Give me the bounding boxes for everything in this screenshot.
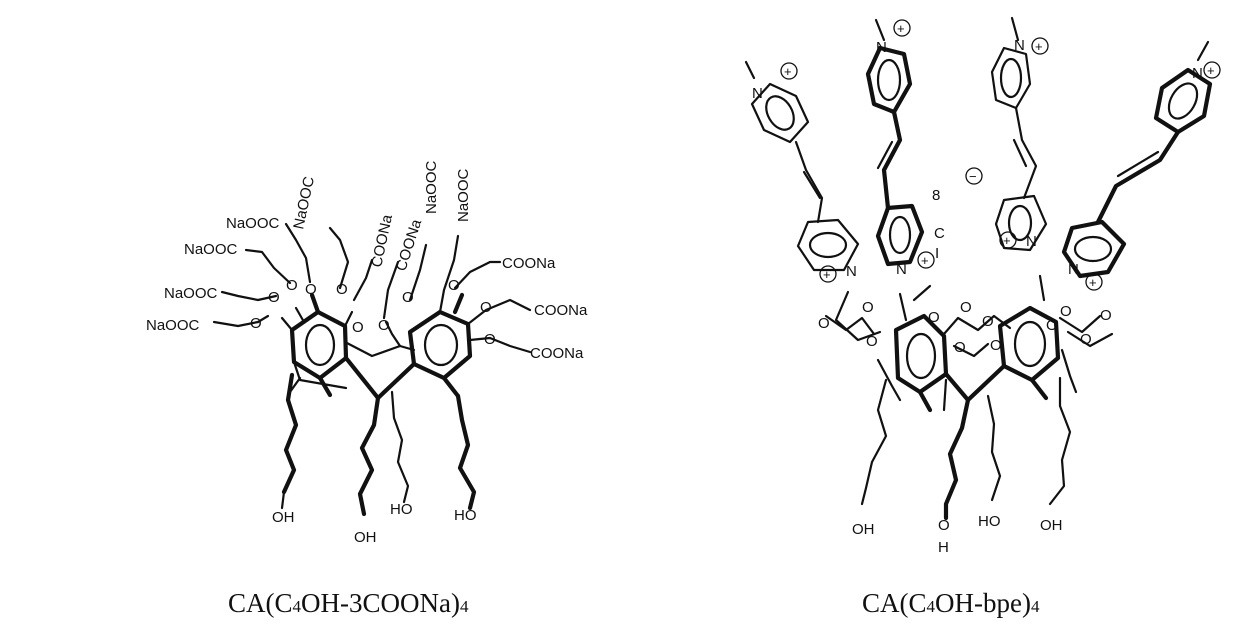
left-o-6: O — [352, 319, 364, 336]
right-pyridinium-rings — [750, 45, 1213, 279]
left-molecule: NaOOC NaOOC NaOOC NaOOC NaOOC NaOOC NaOO… — [146, 160, 588, 618]
left-naooc-1: NaOOC — [146, 317, 200, 334]
right-o-8: O — [990, 337, 1002, 354]
right-o-9: O — [1060, 303, 1072, 320]
right-plus-1: + — [784, 64, 792, 79]
right-o-6: O — [982, 313, 994, 330]
left-coona-4: COONa — [534, 302, 588, 319]
right-o-3: O — [866, 333, 878, 350]
left-upper-arms — [212, 222, 532, 354]
left-lower-chains — [280, 372, 477, 517]
right-plus-5: + — [823, 267, 831, 282]
right-lower-chains — [860, 376, 1072, 521]
right-o-2: O — [862, 299, 874, 316]
left-naooc-7: NaOOC — [455, 168, 472, 222]
right-n-4: N — [1192, 65, 1203, 82]
right-oh-1: OH — [852, 521, 875, 538]
right-n-5: N — [846, 263, 857, 280]
right-label-8: 8 — [932, 187, 940, 204]
right-oh-2: OH — [1040, 517, 1063, 534]
right-o-4: O — [928, 309, 940, 326]
left-o-2: O — [268, 289, 280, 306]
left-naooc-4: NaOOC — [226, 215, 280, 232]
right-o-1: O — [818, 315, 830, 332]
right-plus-6: + — [921, 253, 929, 268]
right-caption: CA(C4OH-bpe)4 — [862, 588, 1040, 618]
left-o-9: O — [448, 277, 460, 294]
right-o-7: O — [954, 339, 966, 356]
right-atom-labels: N N N N N N N N + + + + + + + + − — [752, 19, 1221, 556]
right-n-2: N — [876, 39, 887, 56]
right-n-6: N — [896, 261, 907, 278]
left-o-1: O — [250, 315, 262, 332]
left-naooc-3: NaOOC — [184, 241, 238, 258]
left-ho-1: HO — [390, 501, 413, 518]
left-oh-2: OH — [354, 529, 377, 546]
right-o-11: O — [1080, 331, 1092, 348]
left-caption: CA(C4OH-3COONa)4 — [228, 588, 469, 618]
left-coona-3: COONa — [502, 255, 556, 272]
left-o-4: O — [305, 281, 317, 298]
left-coona-5: COONa — [530, 345, 584, 362]
left-o-3: O — [286, 277, 298, 294]
right-o-13: O — [938, 517, 950, 534]
right-n-7: N — [1026, 233, 1037, 250]
right-plus-3: + — [1035, 39, 1043, 54]
right-plus-7: + — [1003, 233, 1011, 248]
right-o-5: O — [960, 299, 972, 316]
right-methyl-groups — [744, 16, 1210, 80]
left-o-5: O — [336, 281, 348, 298]
right-o-12: O — [1046, 317, 1058, 334]
right-label-i: I — [935, 245, 939, 262]
right-label-c: C — [934, 225, 945, 242]
left-naooc-2: NaOOC — [164, 285, 218, 302]
left-o-7: O — [378, 317, 390, 334]
left-naooc-5: NaOOC — [290, 175, 318, 231]
right-ho: HO — [978, 513, 1001, 530]
right-o-10: O — [1100, 307, 1112, 324]
left-o-10: O — [480, 299, 492, 316]
right-minus: − — [969, 169, 977, 184]
right-n-8: N — [1068, 261, 1079, 278]
right-vinylene-links — [794, 106, 1181, 225]
right-n-3: N — [1014, 37, 1025, 54]
right-molecule: N N N N N N N N + + + + + + + + − — [744, 16, 1221, 618]
left-o-11: O — [484, 331, 496, 348]
right-n-1: N — [752, 85, 763, 102]
right-h: H — [938, 539, 949, 556]
left-coona-1: COONa — [368, 212, 396, 268]
left-naooc-6: NaOOC — [423, 160, 440, 214]
right-calixarene-core — [824, 274, 1114, 413]
left-oh-1: OH — [272, 509, 295, 526]
right-plus-4: + — [1207, 63, 1215, 78]
right-plus-2: + — [897, 21, 905, 36]
left-ho-2: HO — [454, 507, 477, 524]
left-o-8: O — [402, 289, 414, 306]
right-plus-8: + — [1089, 275, 1097, 290]
